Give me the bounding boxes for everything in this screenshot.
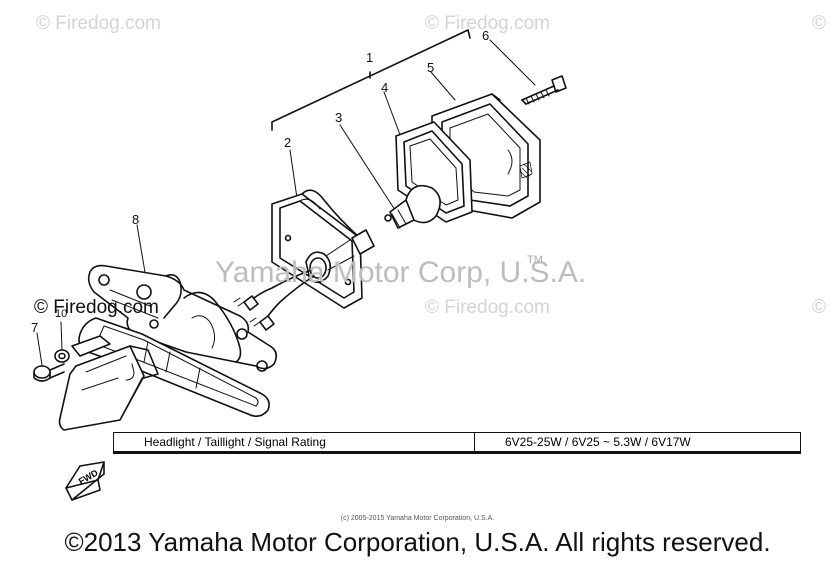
part-8-license-bracket [87,264,278,372]
part-3-bulb [384,184,441,229]
part-2-lamp-base [271,189,375,309]
callout-5: 5 [427,60,435,75]
callout-3: 3 [335,110,343,125]
wire-connectors [233,269,315,331]
license-lamp-housing [58,335,159,431]
footer-copyright: ©2013 Yamaha Motor Corporation, U.S.A. A… [64,527,771,557]
leader-lines [36,39,536,366]
part-10-washer [54,349,70,363]
callout-4: 4 [381,80,389,95]
spec-label: Headlight / Taillight / Signal Rating [114,433,475,451]
part-6-screw [521,75,567,105]
callout-6: 6 [482,28,490,43]
callout-1: 1 [366,50,374,65]
spec-value: 6V25-25W / 6V25 ~ 5.3W / 6V17W [505,435,691,449]
callout-7: 7 [31,320,39,335]
callout-8: 8 [132,212,140,227]
spec-table: Headlight / Taillight / Signal Rating 6V… [113,432,801,454]
lower-license-plate [78,317,270,418]
fwd-arrow-icon [65,461,105,501]
callout-10: 10 [55,308,68,320]
watermark-mid-left: © Firedog.com [34,297,159,318]
assembly-bracket-1 [271,29,471,131]
watermark-center: Yamaha Motor Corp, U.S.A. [215,256,587,289]
watermark-trademark: TM [527,254,543,266]
callout-2: 2 [284,135,292,150]
part-7-bolt [33,363,65,382]
small-copyright: (c) 2005-2015 Yamaha Motor Corporation, … [340,515,495,522]
